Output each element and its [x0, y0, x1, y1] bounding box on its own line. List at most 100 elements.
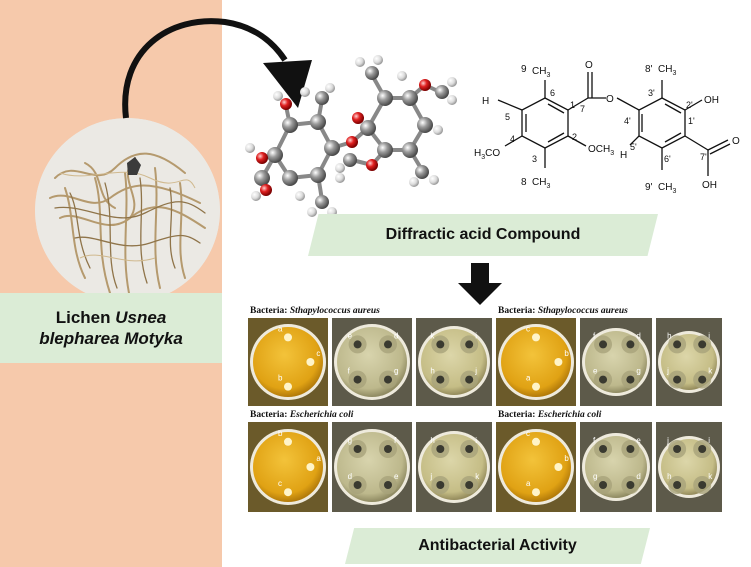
agar-well	[353, 375, 362, 384]
well-label: k	[430, 331, 435, 340]
well-label: a	[526, 479, 531, 488]
agar-well	[436, 375, 445, 384]
lichen-genus: Usnea	[115, 308, 167, 327]
well-label: f	[593, 331, 596, 340]
atom-ch3-8p: CH3	[658, 64, 676, 77]
agar-well	[698, 375, 707, 384]
agar-well	[698, 481, 707, 489]
agar-well	[465, 340, 474, 349]
atom-o-carbonyl: O	[585, 60, 593, 71]
agar-well	[554, 463, 563, 471]
well-label: e	[636, 436, 641, 445]
atom-4p: 4'	[624, 116, 631, 126]
atom-6: 6	[550, 88, 555, 98]
atom-o-ester: O	[606, 94, 614, 105]
agar-well	[599, 445, 608, 453]
agar-well	[306, 358, 315, 366]
agar-well	[599, 481, 608, 489]
well-label: j	[666, 436, 669, 445]
bacteria-label-4: Bacteria: Escherichia coli	[498, 410, 602, 420]
agar-well	[673, 375, 682, 384]
agar-well	[698, 445, 707, 453]
atom-oh-acid: OH	[702, 180, 717, 191]
atom-8: 8	[521, 177, 527, 188]
atom-ch3-9: CH3	[532, 66, 550, 79]
lichen-label: Lichen Usnea blepharea Motyka	[0, 293, 222, 363]
agar-well	[284, 333, 292, 342]
agar-well	[532, 488, 540, 497]
well-label: e	[593, 367, 598, 376]
curved-arrow-shaft	[122, 18, 288, 119]
atom-3p: 3'	[648, 88, 655, 98]
well-label: e	[394, 472, 399, 481]
well-label: j	[666, 367, 669, 376]
well-label: d	[394, 331, 398, 340]
activity-label-text: Antibacterial Activity	[418, 537, 577, 554]
atom-3: 3	[532, 154, 537, 164]
atom-1: 1	[570, 100, 575, 110]
well-label: g	[348, 436, 352, 445]
agar-well	[554, 358, 563, 366]
petri-plate: j i h k	[656, 422, 722, 512]
compound-label-text: Diffractic acid Compound	[385, 226, 581, 243]
atom-7p: 7'	[700, 152, 707, 162]
well-label: b	[564, 454, 569, 463]
well-label: c	[526, 429, 530, 438]
well-label: e	[348, 331, 353, 340]
lichen-illustration	[35, 118, 220, 303]
well-label: a	[278, 324, 283, 333]
hydrogen-spheres	[245, 55, 457, 217]
atom-1p: 1'	[688, 116, 695, 126]
well-label: i	[708, 331, 710, 340]
atom-h5p: H	[620, 150, 627, 161]
well-label: i	[708, 436, 710, 445]
well-label: a	[526, 374, 531, 383]
agar-well	[532, 333, 540, 342]
agar-well	[465, 375, 474, 384]
compound-label: Diffractic acid Compound	[308, 214, 658, 256]
agar-well	[284, 437, 292, 446]
atom-5: 5	[505, 112, 510, 122]
well-label: h	[667, 472, 671, 481]
well-label: i	[475, 436, 477, 445]
atom-spheres	[254, 66, 449, 209]
agar-well	[306, 463, 315, 471]
well-label: b	[564, 349, 569, 358]
bacteria-label-2: Bacteria: Escherichia coli	[250, 410, 354, 420]
agar-well	[673, 481, 682, 489]
atom-h5: H	[482, 96, 489, 107]
well-label: k	[708, 472, 713, 481]
agar-well	[465, 481, 474, 489]
well-label: k	[475, 472, 480, 481]
atom-2: 2	[572, 132, 577, 142]
well-label: h	[430, 436, 434, 445]
atom-h3co: H3CO	[474, 148, 500, 161]
agar-well	[532, 437, 540, 446]
agar-well	[284, 488, 292, 497]
agar-well	[436, 445, 445, 453]
agar-well	[626, 445, 635, 453]
agar-well	[353, 445, 362, 453]
agar-well	[465, 445, 474, 453]
well-label: d	[348, 472, 352, 481]
agar-well	[384, 340, 392, 349]
down-arrow-head	[458, 283, 502, 305]
well-label: a	[316, 454, 321, 463]
atom-6p: 6'	[664, 154, 671, 164]
agar-well	[436, 481, 445, 489]
well-label: j	[474, 367, 477, 376]
formula-labels: 9 CH3 6 H 5 1 7 O O 2 OCH3 4 H3CO 3 8 CH…	[474, 60, 740, 195]
well-label: h	[430, 367, 434, 376]
curved-arrow-head	[263, 60, 312, 108]
atom-ch3-8: CH3	[532, 177, 550, 190]
atom-ch3-9p: CH3	[658, 182, 676, 195]
petri-plate: c a b	[496, 422, 576, 512]
atom-oh: OH	[704, 95, 719, 106]
